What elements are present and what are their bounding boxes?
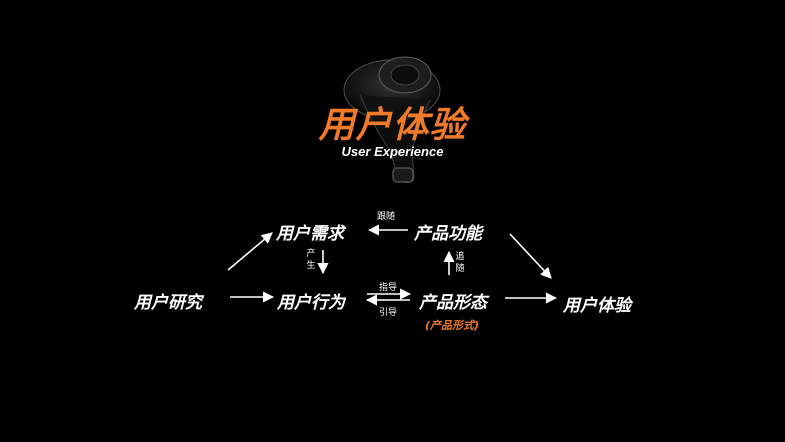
edge-label-chase-2: 随 (455, 264, 465, 274)
edge-label-follow: 跟随 (377, 212, 396, 222)
node-user-experience: 用户体验 (563, 296, 631, 316)
edge-label-produce-1: 产 (306, 249, 316, 259)
node-user-behavior: 用户行为 (277, 293, 345, 313)
edge-label-chase-1: 追 (455, 252, 465, 262)
node-user-research: 用户研究 (134, 293, 202, 313)
edge-label-produce: 产 生 (306, 248, 316, 272)
node-product-form: 产品形态 (419, 293, 487, 313)
edge-label-produce-2: 生 (306, 261, 316, 271)
edge-label-lead: 引导 (379, 308, 398, 318)
arrow-research-to-needs (227, 232, 273, 271)
page-title: 用户体验 (318, 105, 467, 146)
edge-label-guide: 指导 (379, 283, 398, 293)
edge-label-chase: 追 随 (455, 251, 465, 275)
arrow-function-to-experience (509, 233, 552, 279)
node-product-form-note: (产品形式) (425, 319, 480, 332)
node-product-function: 产品功能 (414, 224, 482, 244)
node-user-needs: 用户需求 (276, 224, 344, 244)
page-subtitle: User Experience (341, 144, 444, 159)
